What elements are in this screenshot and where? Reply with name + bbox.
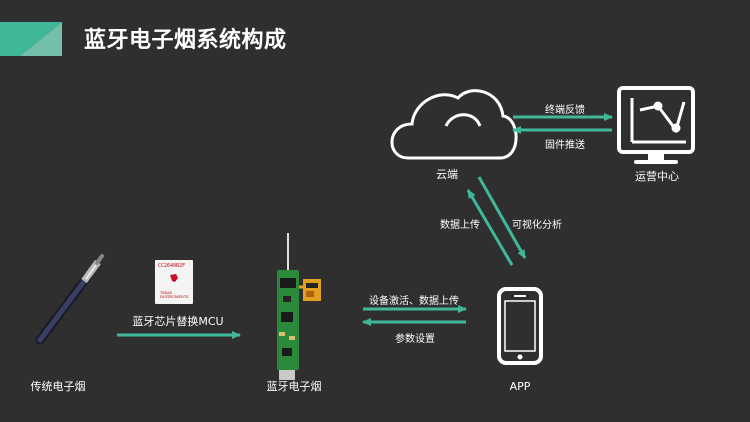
label-bt-ecig: 蓝牙电子烟 — [266, 380, 322, 393]
label-device-activation: 设备激活、数据上传 — [369, 296, 459, 307]
traditional-ecig-image — [35, 254, 104, 345]
arrow-data-upload — [466, 189, 514, 266]
label-param-setting: 参数设置 — [395, 334, 435, 345]
bt-ecig-board — [277, 233, 321, 380]
label-chip-replace: 蓝牙芯片替换MCU — [132, 315, 224, 328]
title-accent-triangle — [20, 22, 62, 56]
label-cloud: 云端 — [436, 168, 458, 181]
page-title: 蓝牙电子烟系统构成 — [84, 28, 287, 53]
ti-chip-image: CC2640R2F TEXAS INSTRUMENTS — [155, 260, 193, 304]
chip-part-number: CC2640R2F — [158, 263, 186, 269]
label-terminal-feedback: 终端反馈 — [545, 105, 585, 116]
label-app: APP — [509, 380, 531, 393]
monitor-chart-icon — [617, 86, 695, 164]
arrow-visual-analysis — [477, 176, 527, 259]
cloud-inner-curve — [444, 113, 482, 127]
label-data-upload: 数据上传 — [440, 220, 480, 231]
ti-logo-icon — [170, 274, 178, 282]
label-visual-analysis: 可视化分析 — [512, 220, 562, 231]
label-traditional-ecig: 传统电子烟 — [30, 380, 86, 393]
cloud-icon — [390, 89, 518, 160]
chip-vendor: TEXAS INSTRUMENTS — [160, 291, 189, 299]
label-firmware-push: 固件推送 — [545, 140, 585, 151]
title-accent-shape — [0, 22, 62, 56]
label-ops-center: 运营中心 — [635, 170, 679, 183]
phone-icon — [497, 287, 543, 365]
